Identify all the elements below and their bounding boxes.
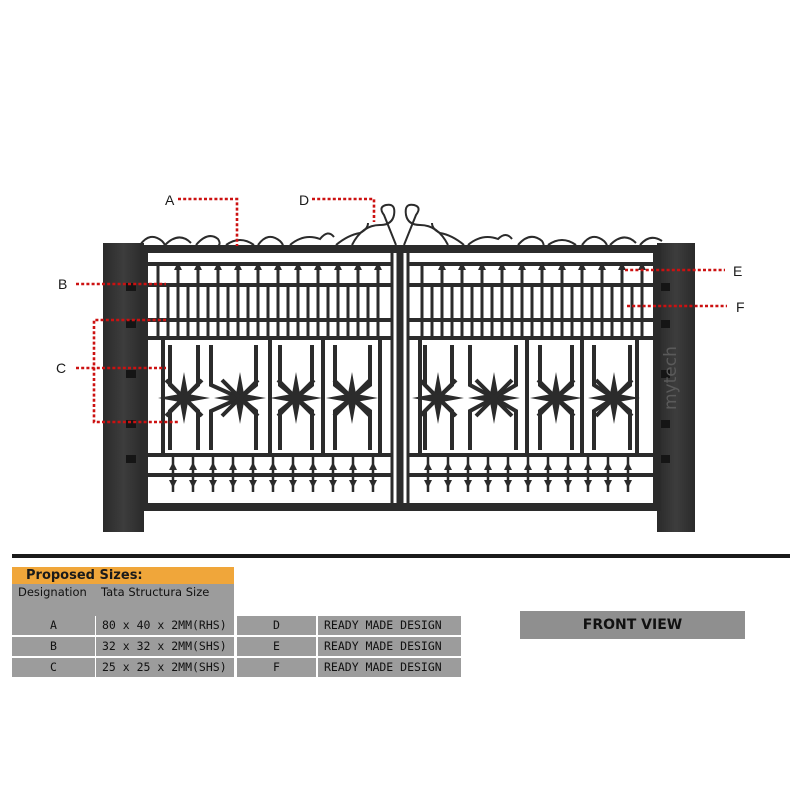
table-title: Proposed Sizes: [12, 567, 234, 584]
front-view-label: FRONT VIEW [520, 611, 745, 639]
row-a-designation: A [12, 616, 95, 635]
header-designation: Designation [12, 584, 95, 616]
scroll-ornament [139, 203, 663, 252]
row-d-design: READY MADE DESIGN [318, 616, 461, 635]
callout-c: C [56, 360, 66, 376]
row-e-designation: E [237, 637, 316, 656]
divider-line [12, 554, 790, 558]
row-d-designation: D [237, 616, 316, 635]
watermark: mytech [661, 346, 681, 410]
callout-e: E [733, 263, 742, 279]
row-f-design: READY MADE DESIGN [318, 658, 461, 677]
row-f-designation: F [237, 658, 316, 677]
callout-b: B [58, 276, 67, 292]
left-post [103, 243, 144, 532]
gate-front-view-drawing: A D B C E F mytech [56, 192, 745, 532]
callout-f: F [736, 299, 745, 315]
row-c-size: 25 x 25 x 2MM(SHS) [96, 658, 234, 677]
row-c-designation: C [12, 658, 95, 677]
header-size: Tata Structura Size [95, 584, 234, 616]
row-b-designation: B [12, 637, 95, 656]
row-a-size: 80 x 40 x 2MM(RHS) [96, 616, 234, 635]
row-b-size: 32 x 32 x 2MM(SHS) [96, 637, 234, 656]
row-e-design: READY MADE DESIGN [318, 637, 461, 656]
right-post [657, 243, 695, 532]
callout-d: D [299, 192, 309, 208]
callout-a: A [165, 192, 175, 208]
